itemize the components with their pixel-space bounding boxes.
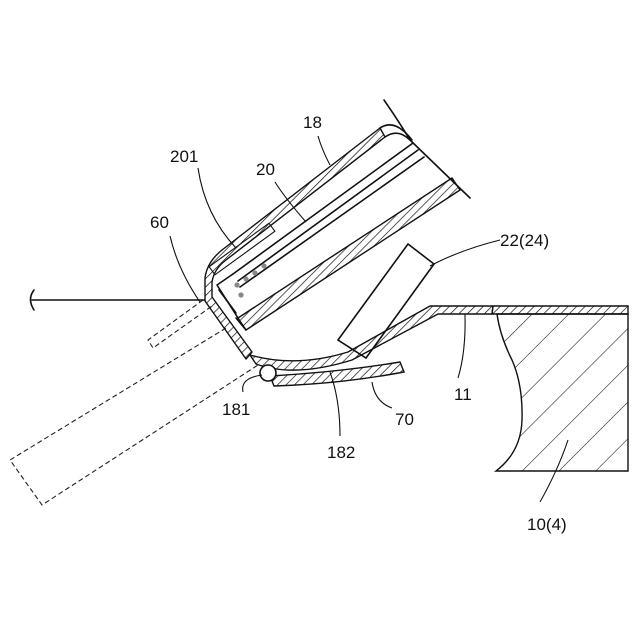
- reference-line: [31, 290, 206, 310]
- plate-11: [492, 306, 628, 314]
- inner-frame: [217, 178, 460, 330]
- hinge-181: [260, 365, 276, 381]
- label-182: 182: [327, 443, 355, 462]
- label-201: 201: [170, 147, 198, 166]
- phantom-outline: [10, 300, 258, 505]
- label-10: 10(4): [527, 515, 567, 534]
- label-22: 22(24): [500, 231, 549, 250]
- label-60: 60: [150, 213, 169, 232]
- label-181: 181: [222, 400, 250, 419]
- label-18: 18: [303, 113, 322, 132]
- body-10: [496, 314, 628, 471]
- label-70: 70: [395, 410, 414, 429]
- label-11: 11: [454, 385, 472, 404]
- label-20: 20: [256, 160, 275, 179]
